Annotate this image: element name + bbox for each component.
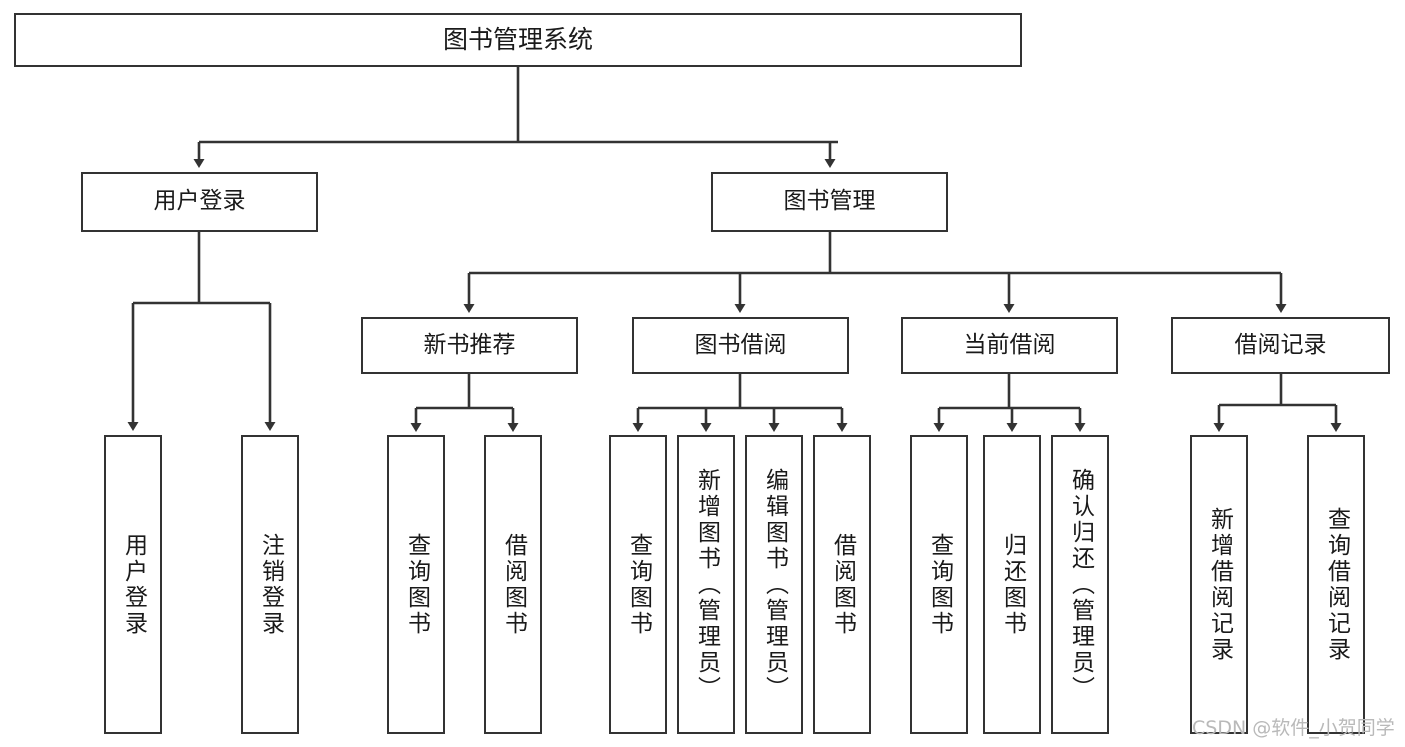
node-user-login-label: 用户登录: [153, 188, 246, 215]
node-leaf-user-login-label: 用户登录: [120, 532, 147, 637]
node-leaf-borrow-book-2[interactable]: 借阅图书: [813, 435, 871, 734]
node-book-manage-label: 图书管理: [783, 188, 876, 215]
node-borrow-record-label: 借阅记录: [1234, 331, 1327, 358]
node-leaf-user-login[interactable]: 用户登录: [104, 435, 162, 734]
node-user-login[interactable]: 用户登录: [81, 172, 318, 232]
node-current-borrow[interactable]: 当前借阅: [901, 317, 1118, 374]
node-leaf-user-logout-label: 注销登录: [257, 532, 284, 637]
node-new-book-recommend[interactable]: 新书推荐: [361, 317, 578, 374]
node-leaf-add-borrow-record[interactable]: 新增借阅记录: [1190, 435, 1248, 734]
node-book-manage[interactable]: 图书管理: [711, 172, 948, 232]
node-leaf-query-book-1[interactable]: 查询图书: [387, 435, 445, 734]
node-root-label: 图书管理系统: [442, 25, 593, 55]
node-borrow-record[interactable]: 借阅记录: [1171, 317, 1390, 374]
csdn-watermark: CSDN @软件_小贺同学: [1192, 717, 1395, 739]
node-leaf-return-book-label: 归还图书: [999, 532, 1026, 637]
node-leaf-borrow-book-1[interactable]: 借阅图书: [484, 435, 542, 734]
node-leaf-borrow-book-2-label: 借阅图书: [829, 532, 856, 637]
node-leaf-query-borrow-record[interactable]: 查询借阅记录: [1307, 435, 1365, 734]
node-leaf-query-book-1-label: 查询图书: [403, 532, 430, 637]
node-leaf-edit-book[interactable]: 编辑图书（管理员）: [745, 435, 803, 734]
node-book-borrow[interactable]: 图书借阅: [632, 317, 849, 374]
node-leaf-query-book-2[interactable]: 查询图书: [609, 435, 667, 734]
node-leaf-edit-book-label: 编辑图书（管理员）: [761, 467, 788, 702]
node-leaf-add-borrow-record-label: 新增借阅记录: [1206, 506, 1233, 663]
node-leaf-add-book[interactable]: 新增图书（管理员）: [677, 435, 735, 734]
node-leaf-query-book-3-label: 查询图书: [926, 532, 953, 637]
node-root[interactable]: 图书管理系统: [14, 13, 1022, 67]
node-leaf-borrow-book-1-label: 借阅图书: [500, 532, 527, 637]
node-current-borrow-label: 当前借阅: [963, 331, 1056, 358]
node-leaf-confirm-return[interactable]: 确认归还（管理员）: [1051, 435, 1109, 734]
node-leaf-query-book-2-label: 查询图书: [625, 532, 652, 637]
node-new-book-recommend-label: 新书推荐: [423, 331, 516, 358]
node-leaf-return-book[interactable]: 归还图书: [983, 435, 1041, 734]
node-leaf-query-borrow-record-label: 查询借阅记录: [1323, 506, 1350, 663]
node-leaf-add-book-label: 新增图书（管理员）: [693, 467, 720, 702]
node-leaf-user-logout[interactable]: 注销登录: [241, 435, 299, 734]
node-book-borrow-label: 图书借阅: [694, 331, 787, 358]
node-leaf-confirm-return-label: 确认归还（管理员）: [1067, 467, 1094, 702]
node-leaf-query-book-3[interactable]: 查询图书: [910, 435, 968, 734]
